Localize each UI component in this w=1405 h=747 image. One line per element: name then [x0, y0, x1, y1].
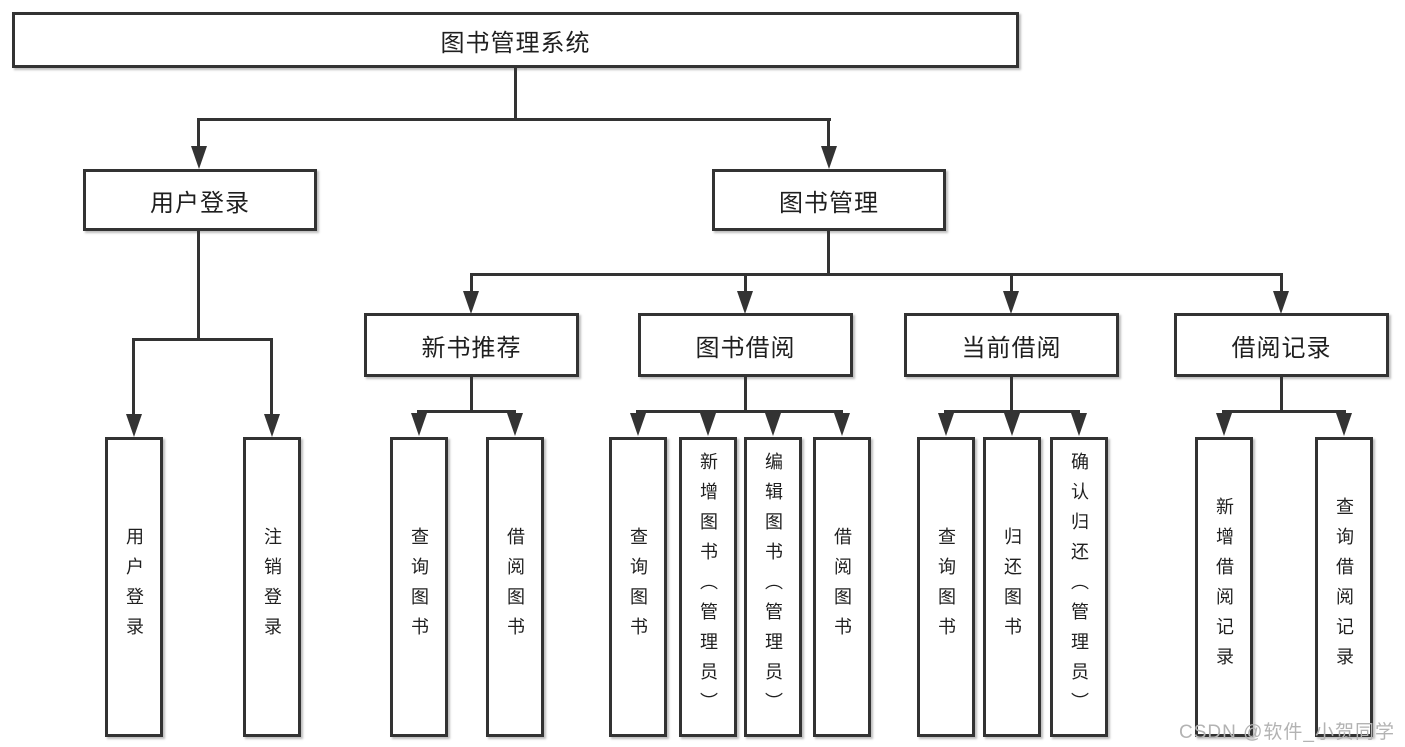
node-book-management-label: 图书管理	[779, 189, 879, 217]
connector-borrowrecord-stub	[1280, 377, 1283, 413]
leaf-borrow-edit-book: 编辑图书（管理员）	[744, 437, 802, 737]
connector-userlogin-shaft-2	[270, 338, 273, 416]
connector-borrowrecord-bar	[1222, 410, 1346, 413]
leaf-borrow-add-book-label: 新增图书（管理员）	[698, 452, 718, 722]
arrow-to-borrow-record-icon	[1273, 291, 1289, 314]
node-book-borrow-label: 图书借阅	[695, 334, 796, 362]
connector-bookmgmt-bar	[470, 273, 1283, 276]
arrow-currentborrow-leaf-1-icon	[938, 413, 954, 436]
connector-currentborrow-bar	[944, 410, 1080, 413]
connector-root-shaft-left	[197, 118, 200, 148]
node-book-management: 图书管理	[712, 169, 946, 231]
arrow-to-login-leaf-icon	[126, 414, 142, 437]
leaf-current-query: 查询图书	[917, 437, 975, 737]
arrow-to-user-login-icon	[191, 146, 207, 169]
connector-bookborrow-bar	[636, 410, 843, 413]
leaf-current-confirm-return: 确认归还（管理员）	[1050, 437, 1108, 737]
leaf-current-query-label: 查询图书	[936, 527, 956, 647]
leaf-current-return: 归还图书	[983, 437, 1041, 737]
arrow-bookborrow-leaf-3-icon	[765, 413, 781, 436]
arrow-borrowrecord-leaf-2-icon	[1336, 413, 1352, 436]
leaf-record-query: 查询借阅记录	[1315, 437, 1373, 737]
leaf-logout: 注销登录	[243, 437, 301, 737]
connector-bookmgmt-shaft-3	[1010, 273, 1013, 293]
leaf-current-return-label: 归还图书	[1002, 527, 1022, 647]
arrow-bookborrow-leaf-2-icon	[700, 413, 716, 436]
connector-bookmgmt-shaft-2	[744, 273, 747, 293]
connector-root-bar	[197, 118, 831, 121]
arrow-to-new-book-icon	[463, 291, 479, 314]
connector-newbook-bar	[417, 410, 516, 413]
csdn-watermark: CSDN @软件_小贺同学	[1179, 722, 1395, 743]
node-user-login: 用户登录	[83, 169, 317, 231]
connector-root-stub	[514, 66, 517, 121]
node-borrow-record-label: 借阅记录	[1231, 334, 1332, 362]
arrow-to-current-borrow-icon	[1003, 291, 1019, 314]
node-root: 图书管理系统	[12, 12, 1019, 68]
leaf-record-query-label: 查询借阅记录	[1334, 497, 1354, 677]
leaf-user-login-label: 用户登录	[124, 527, 144, 647]
arrow-to-logout-leaf-icon	[264, 414, 280, 437]
node-current-borrow: 当前借阅	[904, 313, 1119, 377]
node-user-login-label: 用户登录	[150, 189, 250, 217]
connector-currentborrow-stub	[1010, 377, 1013, 413]
arrow-currentborrow-leaf-3-icon	[1071, 413, 1087, 436]
connector-bookmgmt-stub	[827, 231, 830, 276]
leaf-user-login: 用户登录	[105, 437, 163, 737]
connector-bookmgmt-shaft-4	[1280, 273, 1283, 293]
leaf-borrow-borrow-book: 借阅图书	[813, 437, 871, 737]
leaf-newbook-borrow-label: 借阅图书	[505, 527, 525, 647]
leaf-borrow-add-book: 新增图书（管理员）	[679, 437, 737, 737]
leaf-record-add: 新增借阅记录	[1195, 437, 1253, 737]
arrow-to-book-borrow-icon	[737, 291, 753, 314]
arrow-newbook-leaf-1-icon	[411, 413, 427, 436]
node-new-book-recommend: 新书推荐	[364, 313, 579, 377]
arrow-bookborrow-leaf-4-icon	[834, 413, 850, 436]
leaf-borrow-edit-book-label: 编辑图书（管理员）	[763, 452, 783, 722]
connector-root-shaft-right	[827, 118, 830, 148]
leaf-borrow-borrow-book-label: 借阅图书	[832, 527, 852, 647]
node-book-borrow: 图书借阅	[638, 313, 853, 377]
node-root-label: 图书管理系统	[440, 29, 591, 57]
leaf-newbook-query-label: 查询图书	[409, 527, 429, 647]
connector-newbook-stub	[470, 377, 473, 413]
arrow-borrowrecord-leaf-1-icon	[1216, 413, 1232, 436]
leaf-borrow-query-label: 查询图书	[628, 527, 648, 647]
leaf-record-add-label: 新增借阅记录	[1214, 497, 1234, 677]
connector-userlogin-shaft-1	[132, 338, 135, 416]
leaf-logout-label: 注销登录	[262, 527, 282, 647]
arrow-to-book-mgmt-icon	[821, 146, 837, 169]
connector-userlogin-stub	[197, 231, 200, 341]
node-new-book-recommend-label: 新书推荐	[421, 334, 522, 362]
node-borrow-record: 借阅记录	[1174, 313, 1389, 377]
arrow-currentborrow-leaf-2-icon	[1004, 413, 1020, 436]
connector-bookmgmt-shaft-1	[470, 273, 473, 293]
connector-userlogin-bar	[132, 338, 273, 341]
leaf-borrow-query: 查询图书	[609, 437, 667, 737]
arrow-bookborrow-leaf-1-icon	[630, 413, 646, 436]
arrow-newbook-leaf-2-icon	[507, 413, 523, 436]
leaf-current-confirm-return-label: 确认归还（管理员）	[1069, 452, 1089, 722]
leaf-newbook-query: 查询图书	[390, 437, 448, 737]
node-current-borrow-label: 当前借阅	[961, 334, 1062, 362]
leaf-newbook-borrow: 借阅图书	[486, 437, 544, 737]
connector-bookborrow-stub	[744, 377, 747, 413]
